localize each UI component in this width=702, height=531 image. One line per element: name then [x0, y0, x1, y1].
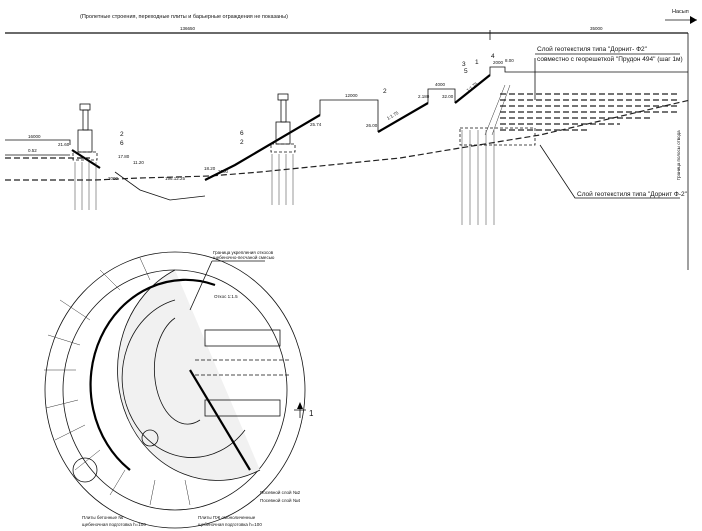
elevation: 196.12.25	[165, 176, 186, 181]
callout-4: 4	[491, 53, 495, 60]
vertical-note: Граница полосы отвода	[676, 130, 681, 180]
dimension-2000b: 2000	[108, 176, 119, 181]
callout-2: 2	[240, 139, 244, 146]
callout-3: 3	[462, 61, 466, 68]
callout-1: 1	[475, 59, 479, 66]
section-mark-arrow-icon	[294, 402, 306, 418]
plan-label: Посевной слой №4	[260, 497, 301, 503]
plan-label: Плиты бетонные №	[82, 515, 123, 520]
elevation: 21.60	[58, 142, 70, 147]
bridge-pier-left	[72, 103, 98, 161]
plan-label: щебеночная подготовка h=100	[82, 522, 146, 527]
longitudinal-profile: 136650 35000 16000 12000 4000 2000 2000 …	[5, 26, 691, 270]
elevation: 11.20	[133, 160, 144, 165]
geotextile-bottom-label: Слой геотекстиля типа "Дорнит Ф-2"	[577, 190, 688, 198]
drawing-note: (Пролетные строения, переходные плиты и …	[80, 14, 288, 20]
elevation: 0.52	[28, 148, 37, 153]
callout-2: 2	[383, 88, 387, 95]
elevation: 17.80	[118, 154, 130, 159]
plan-label: Граница укрепления откосов	[213, 250, 274, 255]
dimension-12000: 12000	[345, 93, 358, 98]
ground-line	[5, 99, 691, 181]
elevation: 18.20	[204, 166, 216, 171]
elevation: 8.00	[505, 58, 514, 63]
callout-6: 6	[120, 140, 124, 147]
slope-label: 1:1.75	[466, 81, 479, 93]
elevation: 32.00	[442, 94, 454, 99]
bridge-pier-middle	[270, 93, 296, 153]
dimension-2000: 2000	[493, 60, 504, 65]
elevation: 2.180	[418, 94, 430, 99]
plan-label: Плиты ПЖ омоноличенные	[198, 515, 256, 520]
dimension-total: 136650	[180, 26, 196, 31]
dimension-16000: 16000	[28, 134, 41, 139]
plan-label: Откос 1:1.5	[214, 294, 238, 299]
plan-view: Граница укрепления откосов щебеночно-пес…	[44, 250, 314, 529]
geotextile-top-label: Слой геотекстиля типа "Дорнит- Ф2"	[537, 45, 648, 53]
dimension-4000: 4000	[435, 82, 446, 87]
slope-label: 1:1.75	[386, 110, 400, 121]
dimension-right: 35000	[590, 26, 603, 31]
elevation: 26.00	[366, 123, 378, 128]
callout-6: 6	[240, 130, 244, 137]
plan-label: Посевной слой №2	[260, 489, 301, 495]
callout-2: 2	[120, 131, 124, 138]
dimension-2000c: 2000	[218, 169, 229, 174]
section-mark: 1	[309, 409, 314, 418]
direction-arrow-icon	[665, 16, 697, 24]
plan-label: щебеночно-песчаной смесью	[213, 254, 275, 260]
callout-5: 5	[464, 68, 468, 75]
direction-label: Насып	[672, 9, 689, 15]
plan-label: щебеночная подготовка h=100	[198, 522, 262, 527]
elevation: 25.74	[310, 122, 322, 127]
geotextile-top-label-2: совместно с георешеткой "Прудон 494" (ша…	[537, 55, 683, 63]
